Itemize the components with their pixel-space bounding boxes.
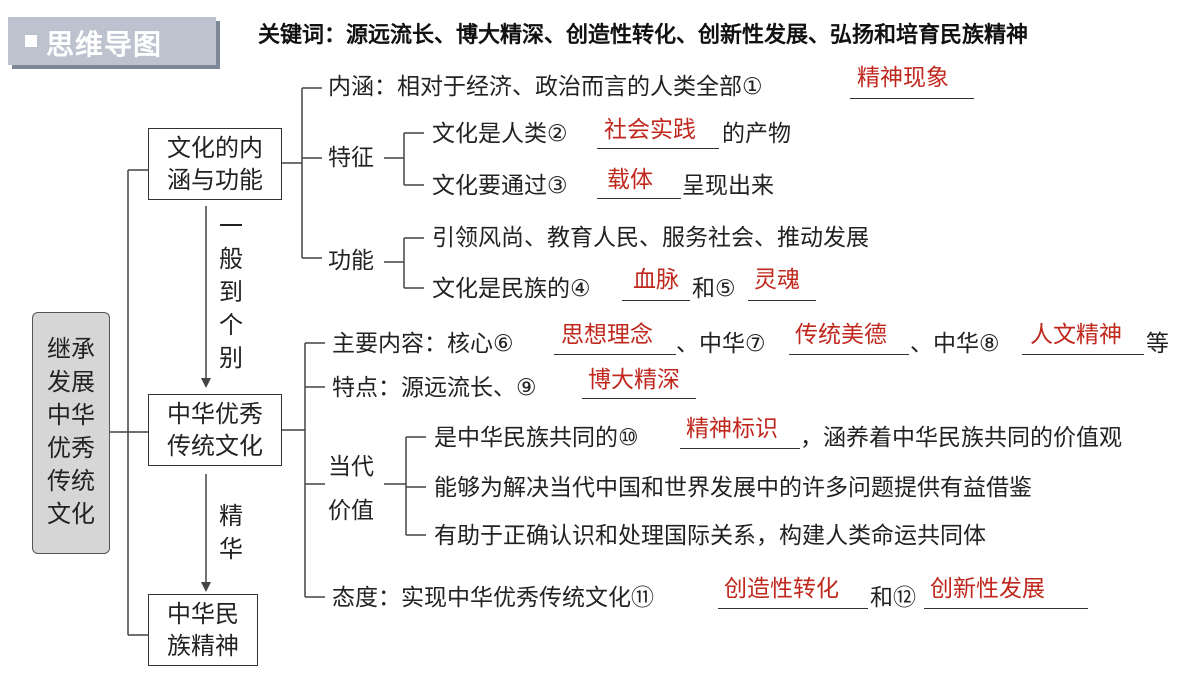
feature-item2-post: 呈现出来 xyxy=(682,173,774,199)
answer-2: 社会实践 xyxy=(604,117,696,143)
arrow-label-general-to-specific: 一 般 到 个 别 xyxy=(216,210,246,375)
root-node: 继承 发展 中华 优秀 传统 文化 xyxy=(32,312,110,554)
attitude-pre: 态度：实现中华优秀传统文化⑪ xyxy=(332,585,654,611)
node-line: 中华民 xyxy=(167,600,239,628)
answer-blank-7 xyxy=(789,354,909,355)
keywords-line: 关键词：源远流长、博大精深、创造性转化、创新性发展、弘扬和培育民族精神 xyxy=(258,23,1029,48)
function-item2-pre: 文化是民族的④ xyxy=(432,276,591,302)
arrow-char: 般 xyxy=(219,245,243,273)
answer-blank-9 xyxy=(582,398,696,399)
feature-item2-pre: 文化要通过③ xyxy=(432,173,568,199)
root-line: 继承 xyxy=(47,335,95,363)
connotation-text: 内涵：相对于经济、政治而言的人类全部① xyxy=(328,74,763,100)
content-pre: 主要内容：核心⑥ xyxy=(332,331,514,357)
arrow-char: 精 xyxy=(219,502,243,530)
national-spirit-node: 中华民 族精神 xyxy=(148,594,258,666)
value-item3: 有助于正确认识和处理国际关系，构建人类命运共同体 xyxy=(434,523,986,549)
content-mid1: 、中华⑦ xyxy=(676,331,766,357)
arrow-char: 别 xyxy=(219,344,243,372)
answer-blank-11 xyxy=(718,608,868,609)
square-bullet-icon xyxy=(25,35,37,47)
answer-blank-6 xyxy=(554,354,676,355)
answer-8: 人文精神 xyxy=(1030,322,1122,348)
node-line: 文化的内 xyxy=(167,134,263,162)
arrow-char: 个 xyxy=(219,311,243,339)
answer-blank-4 xyxy=(622,300,690,301)
node-line: 中华优秀 xyxy=(167,400,263,428)
answer-5: 灵魂 xyxy=(754,267,800,293)
root-line: 优秀 xyxy=(47,434,95,462)
traditional-culture-node: 中华优秀 传统文化 xyxy=(148,394,282,466)
node-line: 族精神 xyxy=(167,632,239,660)
node-line: 涵与功能 xyxy=(167,166,263,194)
answer-6: 思想理念 xyxy=(561,322,653,348)
mindmap-title-tab: 思维导图 xyxy=(8,17,216,65)
arrow-char: 到 xyxy=(219,278,243,306)
value-item1-post: ，涵养着中华民族共同的价值观 xyxy=(800,425,1122,451)
function-label: 功能 xyxy=(328,248,374,274)
value-item2: 能够为解决当代中国和世界发展中的许多问题提供有益借鉴 xyxy=(434,475,1032,501)
answer-4: 血脉 xyxy=(633,267,679,293)
content-post: 等 xyxy=(1146,331,1169,357)
answer-blank-3 xyxy=(597,198,681,199)
answer-3: 载体 xyxy=(607,167,653,193)
node-line: 传统文化 xyxy=(167,432,263,460)
feature-item1-pre: 文化是人类② xyxy=(432,121,568,147)
culture-node: 文化的内 涵与功能 xyxy=(148,128,282,200)
root-line: 文化 xyxy=(47,500,95,528)
answer-9: 博大精深 xyxy=(588,367,680,393)
answer-blank-1 xyxy=(850,98,974,99)
root-line: 发展 xyxy=(47,368,95,396)
arrow-char: 一 xyxy=(219,212,243,240)
answer-blank-12 xyxy=(924,608,1088,609)
value-label-2: 价值 xyxy=(328,498,374,524)
answer-blank-5 xyxy=(748,300,816,301)
content-mid2: 、中华⑧ xyxy=(910,331,1000,357)
root-line: 传统 xyxy=(47,467,95,495)
answer-12: 创新性发展 xyxy=(930,576,1045,602)
feature-label: 特征 xyxy=(328,145,374,171)
attitude-mid: 和⑫ xyxy=(870,585,916,611)
answer-11: 创造性转化 xyxy=(724,576,839,602)
answer-7: 传统美德 xyxy=(795,322,887,348)
page-title: 思维导图 xyxy=(46,28,163,61)
answer-10: 精神标识 xyxy=(686,416,778,442)
value-label-1: 当代 xyxy=(328,454,374,480)
answer-blank-2 xyxy=(597,148,719,149)
trait-pre: 特点：源远流长、⑨ xyxy=(332,375,537,401)
answer-blank-10 xyxy=(680,448,800,449)
answer-1: 精神现象 xyxy=(857,65,949,91)
value-item1-pre: 是中华民族共同的⑩ xyxy=(434,425,639,451)
feature-item1-post: 的产物 xyxy=(722,121,791,147)
arrow-char: 华 xyxy=(219,535,243,563)
function-item2-mid: 和⑤ xyxy=(692,276,736,302)
root-line: 中华 xyxy=(47,401,95,429)
answer-blank-8 xyxy=(1022,354,1144,355)
function-item1: 引领风尚、教育人民、服务社会、推动发展 xyxy=(432,225,869,251)
arrow-label-essence: 精 华 xyxy=(216,500,246,566)
